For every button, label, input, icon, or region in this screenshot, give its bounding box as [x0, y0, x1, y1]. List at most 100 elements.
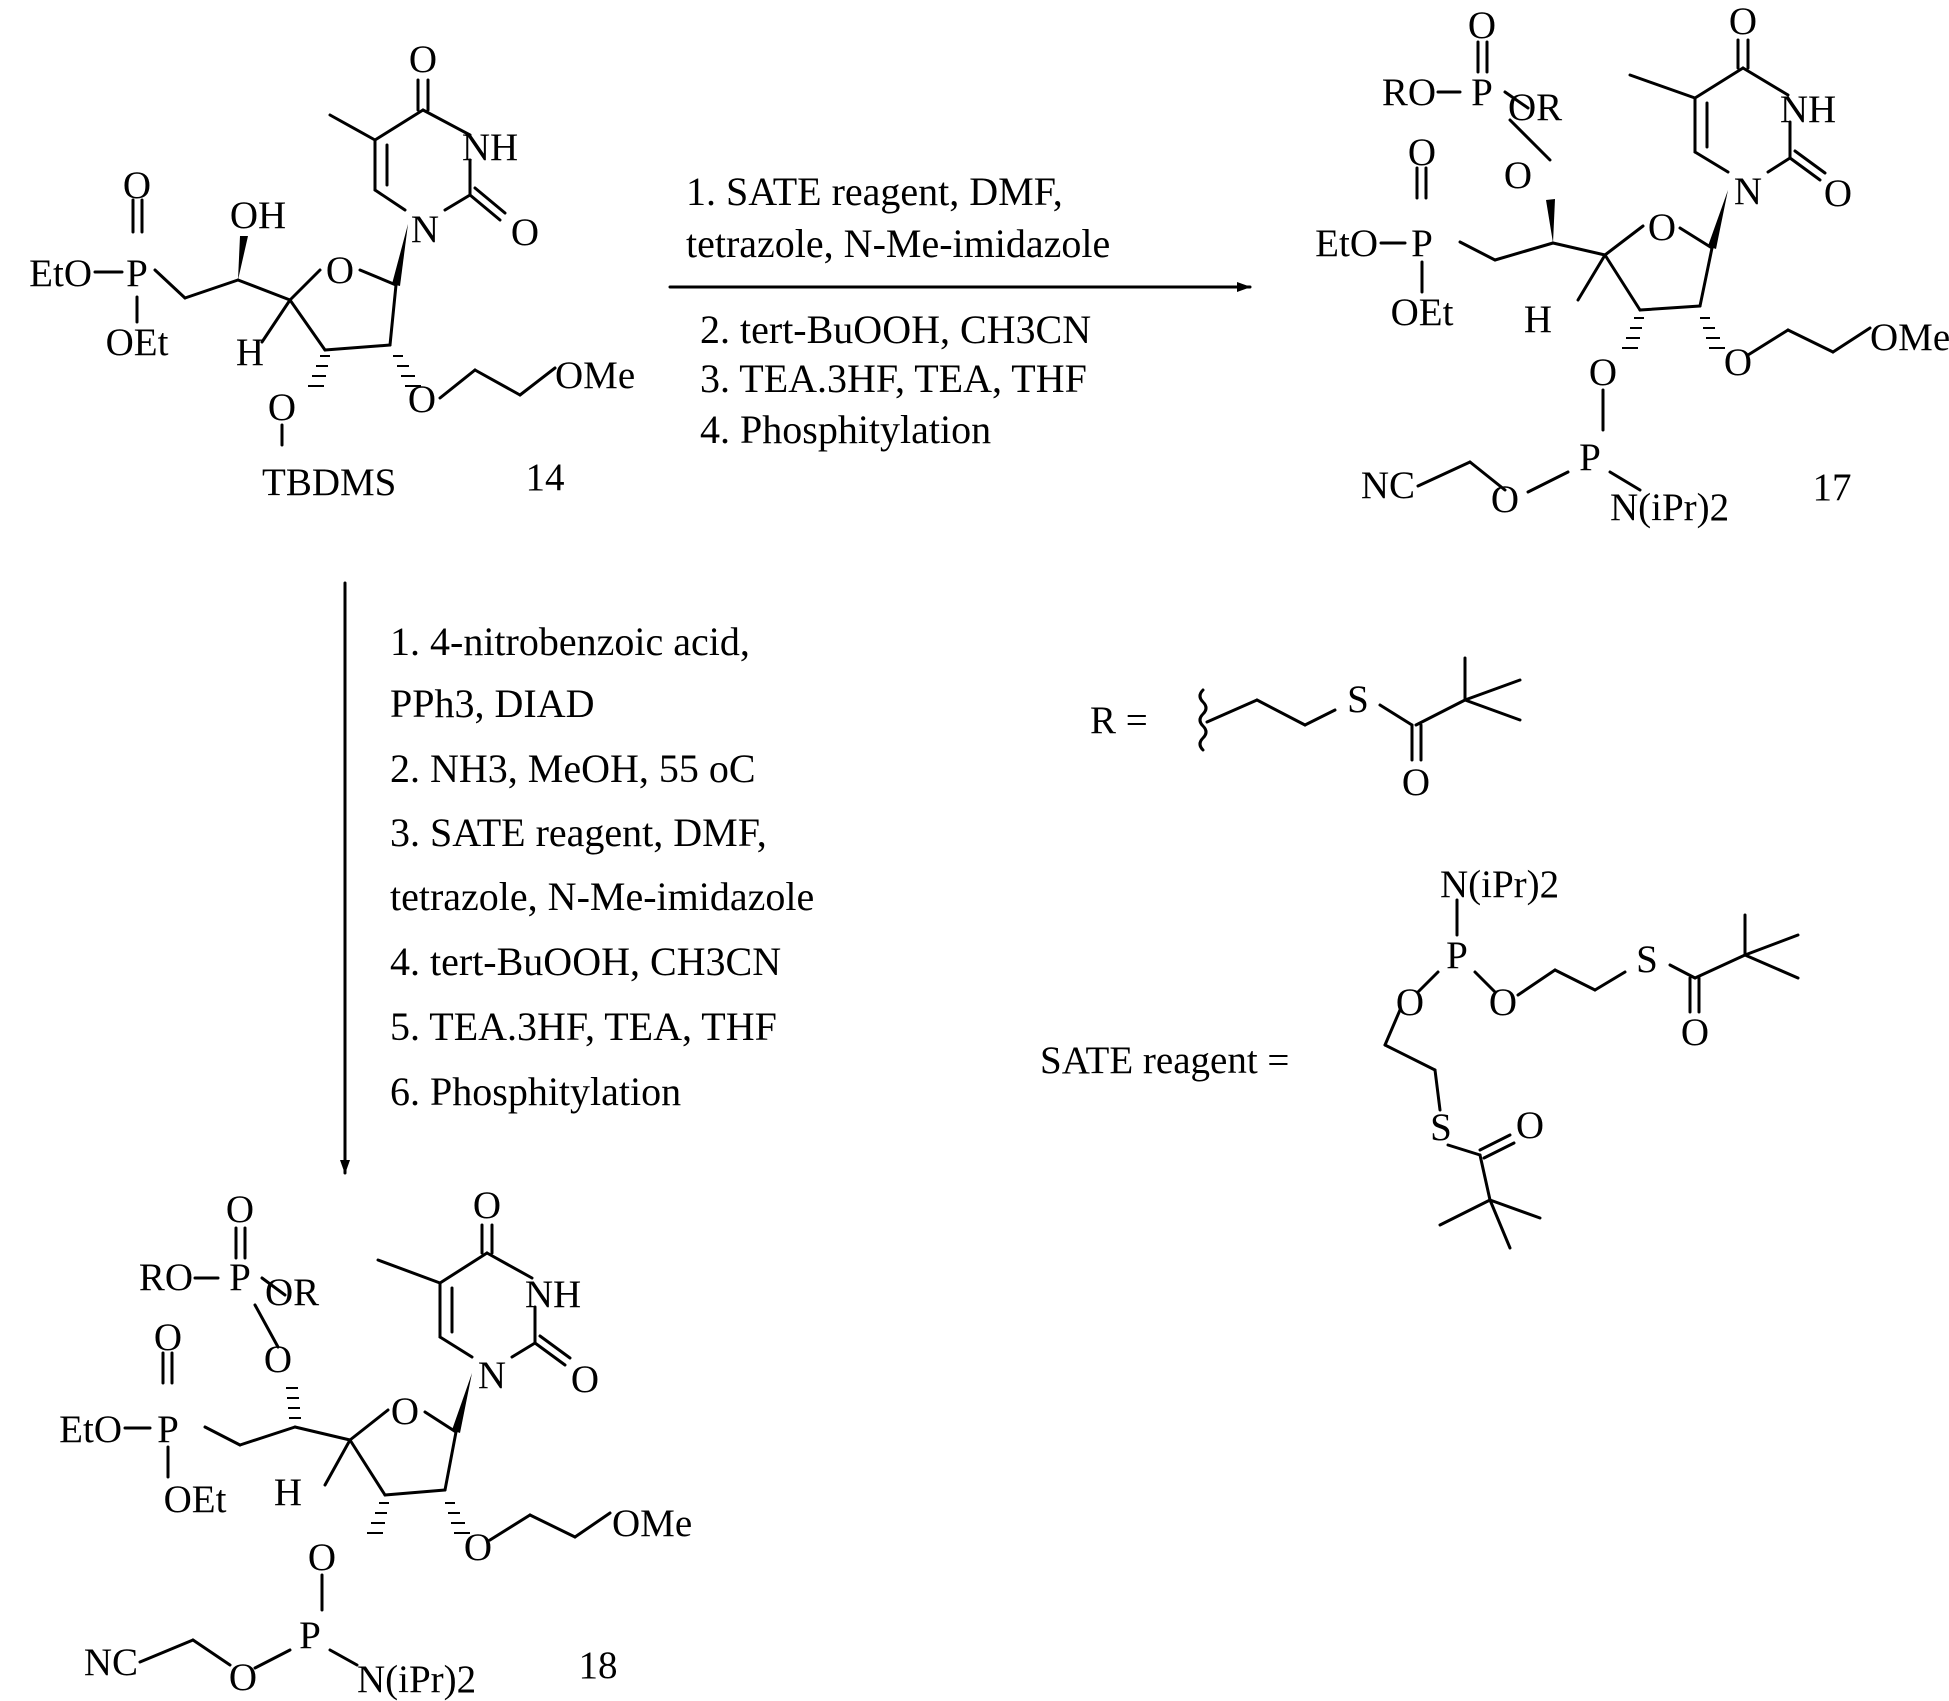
sate-def-o-bottom-carbonyl: O	[1516, 1104, 1544, 1147]
compound-14: O NH O N OH O H O TBDMS P O EtO OEt O OM…	[29, 38, 635, 504]
c18-ro: RO	[139, 1256, 193, 1299]
c17-eto: EtO	[1315, 222, 1378, 265]
compound-17-number: 17	[1813, 466, 1852, 509]
vertical-arrow-conditions: 1. 4-nitrobenzoic acid, PPh3, DIAD 2. NH…	[390, 619, 814, 1114]
c17-n1: N	[1734, 170, 1762, 213]
c17-oet: OEt	[1391, 291, 1454, 334]
c17-p-o: O	[1408, 131, 1436, 174]
c18-amine: N(iPr)2	[357, 1658, 476, 1701]
compound-17: O NH O N O RO P OR O P O EtO OEt H O O O…	[1315, 0, 1949, 529]
r-group-definition: R = S O	[1090, 658, 1520, 804]
c17-p-top-o: O	[1468, 4, 1496, 47]
v-cond-2: PPh3, DIAD	[390, 681, 594, 726]
compound-18-atoms: O NH O N O RO P OR O P O EtO OEt H O O O…	[59, 1184, 692, 1701]
c14-oet: OEt	[106, 321, 169, 364]
c17-p3: P	[1579, 436, 1601, 479]
c18-oet: OEt	[164, 1478, 227, 1521]
c18-o-chain: O	[229, 1656, 257, 1699]
sate-def-p: P	[1446, 934, 1468, 977]
c17-h: H	[1524, 298, 1552, 341]
horizontal-arrow-conditions: 1. SATE reagent, DMF, tetrazole, N-Me-im…	[686, 169, 1110, 452]
c17-or: OR	[1508, 86, 1562, 129]
c14-ome: OMe	[555, 354, 635, 397]
v-cond-6: 4. tert-BuOOH, CH3CN	[390, 939, 781, 984]
c14-o3: O	[268, 386, 296, 429]
c18-h: H	[274, 1471, 302, 1514]
sate-def-s-bottom: S	[1430, 1106, 1452, 1149]
c17-ring-o: O	[1648, 206, 1676, 249]
c18-nh: NH	[525, 1273, 581, 1316]
h-cond-3: 2. tert-BuOOH, CH3CN	[700, 307, 1091, 352]
c18-o2: O	[464, 1526, 492, 1569]
compound-17-hashed-3-oxygen	[1622, 318, 1644, 348]
h-cond-5: 4. Phosphitylation	[700, 407, 991, 452]
r-def-s: S	[1347, 678, 1369, 721]
c17-ro: RO	[1382, 71, 1436, 114]
c17-nh: NH	[1780, 88, 1836, 131]
c18-ome: OMe	[612, 1502, 692, 1545]
v-cond-1: 1. 4-nitrobenzoic acid,	[390, 619, 750, 664]
c18-p3: P	[299, 1614, 321, 1657]
sate-reagent-definition: SATE reagent = N(iPr)2 P O O S O S O	[1040, 863, 1798, 1248]
h-cond-1: 1. SATE reagent, DMF,	[686, 169, 1063, 214]
compound-18-hashed-3-oxygen	[367, 1503, 389, 1533]
compound-14-hashed-3-oxygen	[308, 356, 330, 386]
c17-ome: OMe	[1870, 316, 1949, 359]
wavy-bond	[1200, 690, 1206, 750]
sate-def-o-top-carbonyl: O	[1681, 1011, 1709, 1054]
c14-nh: NH	[462, 126, 518, 169]
v-cond-8: 6. Phosphitylation	[390, 1069, 681, 1114]
v-cond-4: 3. SATE reagent, DMF,	[390, 810, 767, 855]
c18-p: P	[157, 1408, 179, 1451]
c17-amine: N(iPr)2	[1610, 486, 1729, 529]
c17-o3: O	[1589, 351, 1617, 394]
compound-14-number: 14	[526, 456, 565, 499]
compound-18-hashed-5-oxygen	[286, 1388, 301, 1418]
c17-nc: NC	[1361, 464, 1415, 507]
c14-oh: OH	[230, 194, 286, 237]
c18-or: OR	[265, 1271, 319, 1314]
c17-link-o: O	[1504, 154, 1532, 197]
c17-o-top: O	[1729, 0, 1757, 43]
c14-h: H	[236, 331, 264, 374]
r-def-o: O	[1402, 761, 1430, 804]
h-cond-4: 3. TEA.3HF, TEA, THF	[700, 356, 1087, 401]
compound-17-hashed-2-oxygen	[1700, 318, 1725, 348]
c14-o-right: O	[511, 211, 539, 254]
c18-p-top: P	[229, 1256, 251, 1299]
h-cond-2: tetrazole, N-Me-imidazole	[686, 221, 1110, 266]
compound-18: O NH O N O RO P OR O P O EtO OEt H O O O…	[59, 1184, 692, 1701]
c17-o-right: O	[1824, 172, 1852, 215]
v-cond-7: 5. TEA.3HF, TEA, THF	[390, 1004, 777, 1049]
c18-o-top: O	[473, 1184, 501, 1227]
sate-def-o-left: O	[1396, 981, 1424, 1024]
c14-tbdms: TBDMS	[262, 461, 396, 504]
c14-n1: N	[411, 208, 439, 251]
c17-p-top: P	[1471, 71, 1493, 114]
sate-def-o-right: O	[1489, 981, 1517, 1024]
sate-def-s-top: S	[1636, 938, 1658, 981]
sate-def-amine: N(iPr)2	[1440, 863, 1559, 906]
compound-17-atoms: O NH O N O RO P OR O P O EtO OEt H O O O…	[1315, 0, 1949, 529]
c14-o2: O	[408, 378, 436, 421]
c17-p: P	[1411, 222, 1433, 265]
r-def-prefix: R =	[1090, 699, 1148, 742]
c17-o-chain: O	[1491, 478, 1519, 521]
c14-eto: EtO	[29, 252, 92, 295]
c14-p-o: O	[123, 164, 151, 207]
c18-o-right: O	[571, 1358, 599, 1401]
v-cond-5: tetrazole, N-Me-imidazole	[390, 874, 814, 919]
c17-o2: O	[1724, 341, 1752, 384]
c18-link-o: O	[264, 1338, 292, 1381]
c18-eto: EtO	[59, 1408, 122, 1451]
sate-def-prefix: SATE reagent =	[1040, 1039, 1289, 1082]
c18-ring-o: O	[391, 1390, 419, 1433]
compound-18-number: 18	[579, 1644, 618, 1687]
c14-p: P	[126, 252, 148, 295]
c18-o3: O	[308, 1536, 336, 1579]
c18-p-o: O	[154, 1316, 182, 1359]
c18-n1: N	[478, 1354, 506, 1397]
c18-nc: NC	[84, 1641, 138, 1684]
c14-ring-o: O	[326, 249, 354, 292]
